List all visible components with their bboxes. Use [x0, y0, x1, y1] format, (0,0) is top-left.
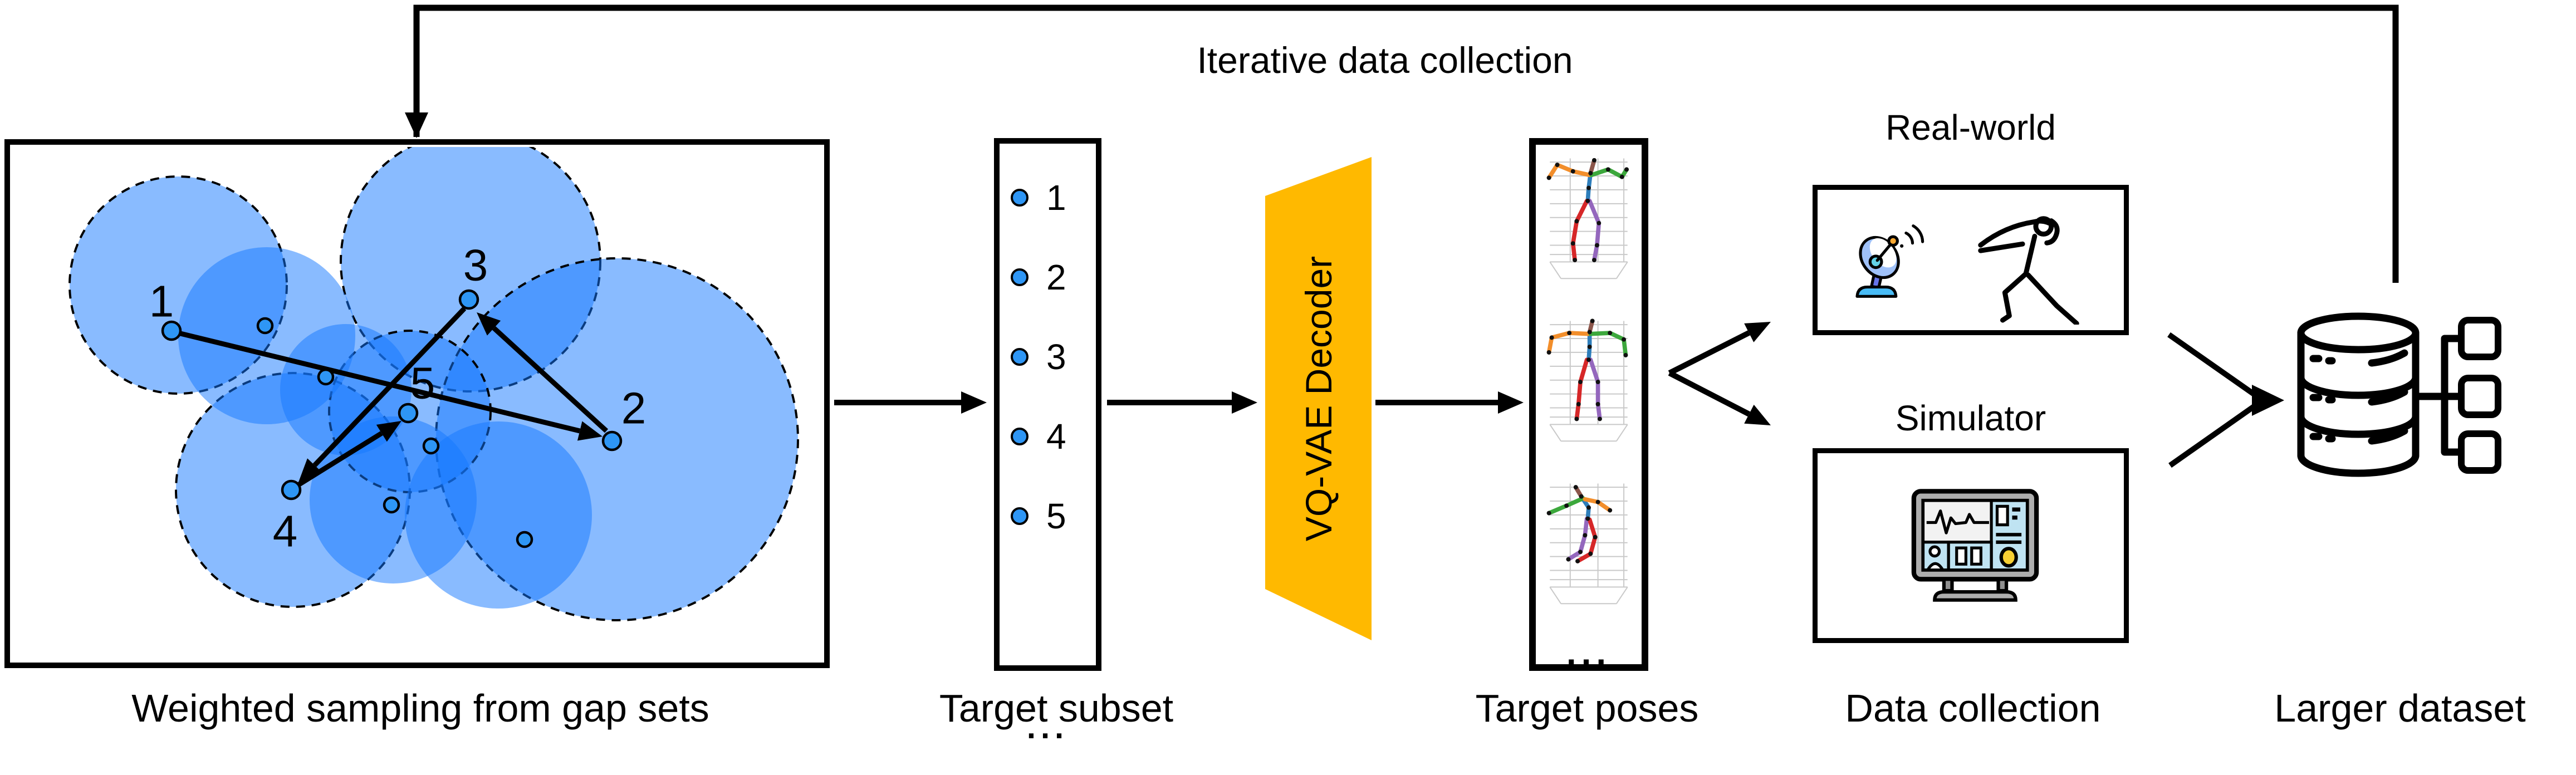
- subset-row: 3: [1011, 339, 1066, 375]
- gap-point: [383, 496, 400, 514]
- flow-arrow-to-poses: [1375, 391, 1524, 414]
- subset-number: 1: [1046, 178, 1066, 218]
- subset-row: 2: [1011, 259, 1066, 295]
- subset-number: 5: [1046, 496, 1066, 536]
- subset-number: 2: [1046, 257, 1066, 297]
- gap-sample-arrow: [179, 331, 603, 441]
- pose-grid: [1549, 321, 1628, 442]
- gap-point: [317, 368, 335, 386]
- subset-dot-icon: [1011, 507, 1029, 525]
- gap-sample-arrow: [296, 421, 401, 488]
- branch-arrow-simulator: [1668, 370, 1771, 425]
- caption-target-poses: Target poses: [1475, 686, 1699, 730]
- pose-joints: [1546, 318, 1628, 421]
- real-world-title: Real-world: [1886, 107, 2056, 148]
- caption-larger-dataset: Larger dataset: [2274, 686, 2526, 730]
- merge-arrows: [2167, 332, 2284, 468]
- real-world-box: [1813, 185, 2129, 335]
- gap-point-label: 1: [149, 277, 174, 326]
- target-poses-box: ...: [1529, 138, 1648, 671]
- gap-set-solid-circle: [405, 421, 592, 609]
- subset-number: 4: [1046, 416, 1066, 457]
- caption-data-collection: Data collection: [1845, 686, 2101, 730]
- flow-arrow-to-decoder: [1107, 391, 1257, 414]
- subset-dot-icon: [1011, 428, 1029, 445]
- target-subset-ellipsis: ...: [1026, 709, 1069, 745]
- pose-figure-3: [1546, 483, 1628, 605]
- simulator-title: Simulator: [1895, 398, 2046, 438]
- iterative-data-collection-label: Iterative data collection: [1197, 40, 1573, 81]
- gap-point-numbered: [161, 320, 182, 341]
- decoder-shape: [1265, 157, 1372, 640]
- decoder-label: VQ-VAE Decoder: [1298, 256, 1339, 542]
- subset-number: 3: [1046, 337, 1066, 377]
- database-icon: [2297, 312, 2501, 477]
- gap-sample-arrow: [298, 306, 467, 482]
- subset-row: 5: [1011, 498, 1066, 534]
- target-subset-box: 1 2 3 4 5 ...: [994, 138, 1101, 744]
- caption-target-subset: Target subset: [939, 686, 1174, 730]
- pose-figure-2: [1546, 318, 1628, 442]
- caption-gap-sets: Weighted sampling from gap sets: [131, 686, 709, 730]
- subset-row: 4: [1011, 419, 1066, 454]
- pose-figure-1: [1546, 158, 1629, 279]
- dancer-icon: [1978, 216, 2079, 325]
- satellite-dish-icon: [1855, 224, 1924, 298]
- gap-point: [516, 531, 533, 548]
- subset-dot-icon: [1011, 189, 1029, 207]
- gap-point-label: 5: [410, 359, 435, 408]
- pose-joints: [1546, 158, 1629, 263]
- gap-point-numbered: [601, 430, 623, 452]
- subset-row: 1: [1011, 180, 1066, 215]
- gap-point-label: 4: [273, 507, 298, 556]
- gap-point-label: 3: [463, 241, 488, 290]
- branch-arrow-real-world: [1668, 322, 1771, 376]
- gap-point: [256, 317, 274, 335]
- simulator-box: [1813, 448, 2129, 643]
- gap-point: [422, 437, 440, 455]
- subset-dot-icon: [1011, 268, 1029, 286]
- gap-point-numbered: [458, 289, 479, 310]
- gap-sets-canvas: 1 2 3 4 5: [68, 147, 799, 621]
- gap-point-label: 2: [621, 384, 647, 433]
- pose-joints: [1546, 485, 1613, 563]
- target-poses-ellipsis: ...: [1566, 632, 1612, 673]
- decoder-trapezoid: [1265, 157, 1372, 640]
- gap-sample-arrow: [477, 312, 609, 433]
- flow-arrow-to-subset: [834, 391, 987, 414]
- loop-arrow-icon: [405, 4, 2399, 283]
- gap-sets-box: 1 2 3 4 5: [4, 139, 830, 668]
- subset-dot-icon: [1011, 348, 1029, 366]
- gap-point-numbered: [281, 479, 302, 501]
- monitor-icon: [1911, 489, 2039, 602]
- gap-point-numbered: [398, 403, 419, 424]
